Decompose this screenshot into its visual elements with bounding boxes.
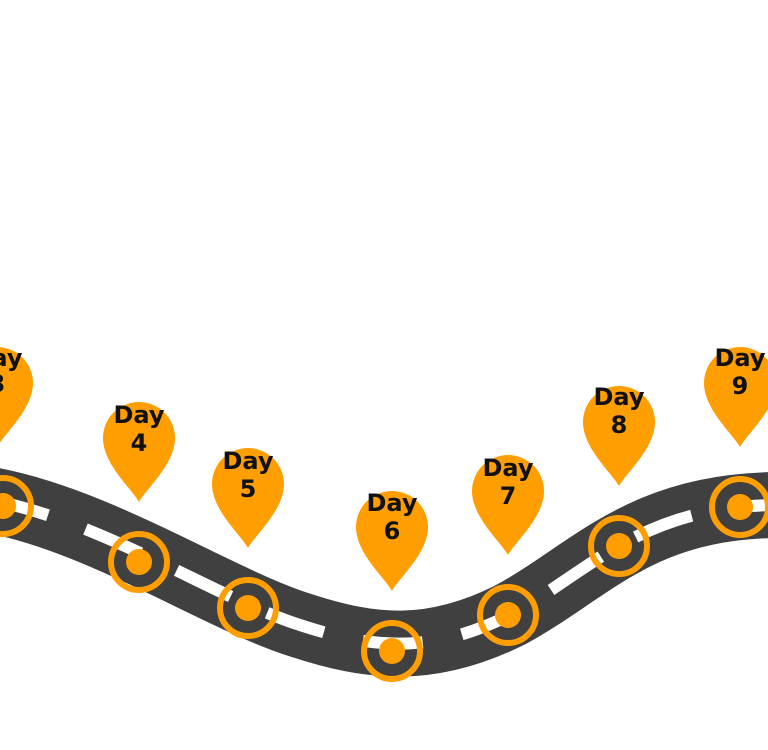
stop-label-line2: 9 [732,372,749,400]
map-pin-icon [212,448,284,548]
stop-ring [477,584,539,646]
stop-label-line2: 7 [500,482,517,510]
map-pin-icon [356,491,428,591]
stop-label-line2: 6 [384,517,401,545]
stop-dot [126,549,152,575]
stop-ring [588,515,650,577]
stop-day-8: Day 8 [583,383,655,577]
stop-dot [727,494,753,520]
stop-ring [361,620,423,682]
stop-ring [0,475,34,537]
stop-label-line1: Day [0,344,23,372]
map-pin-icon [0,347,33,443]
stop-ring [709,476,768,538]
map-pin-icon [103,402,175,502]
stop-day-6: Day 6 [356,489,428,682]
stop-label-line1: Day [593,383,644,411]
stop-label-line1: Day [482,454,533,482]
stop-ring [108,531,170,593]
stop-ring [217,577,279,639]
map-pin-icon [583,386,655,486]
stop-dot [495,602,521,628]
stop-day-7: Day 7 [472,454,544,646]
stop-label-line1: Day [113,401,164,429]
stop-label-line1: Day [714,344,765,372]
stop-label-line2: 5 [240,475,257,503]
stop-day-4: Day 4 [103,401,175,593]
stop-label-line2: 3 [0,370,5,398]
stop-label-line1: Day [222,447,273,475]
stop-label-line2: 4 [131,429,148,457]
stop-day-9: Day 9 [704,344,768,538]
stop-dot [606,533,632,559]
map-pin-icon [704,347,768,447]
stop-label-line1: Day [366,489,417,517]
stop-dot [379,638,405,664]
stop-dot [235,595,261,621]
stop-day-5: Day 5 [212,447,284,639]
map-pin-icon [472,455,544,555]
stop-label-line2: 8 [611,411,628,439]
stop-dot [0,493,16,519]
stop-day-3: Day 3 [0,344,34,537]
